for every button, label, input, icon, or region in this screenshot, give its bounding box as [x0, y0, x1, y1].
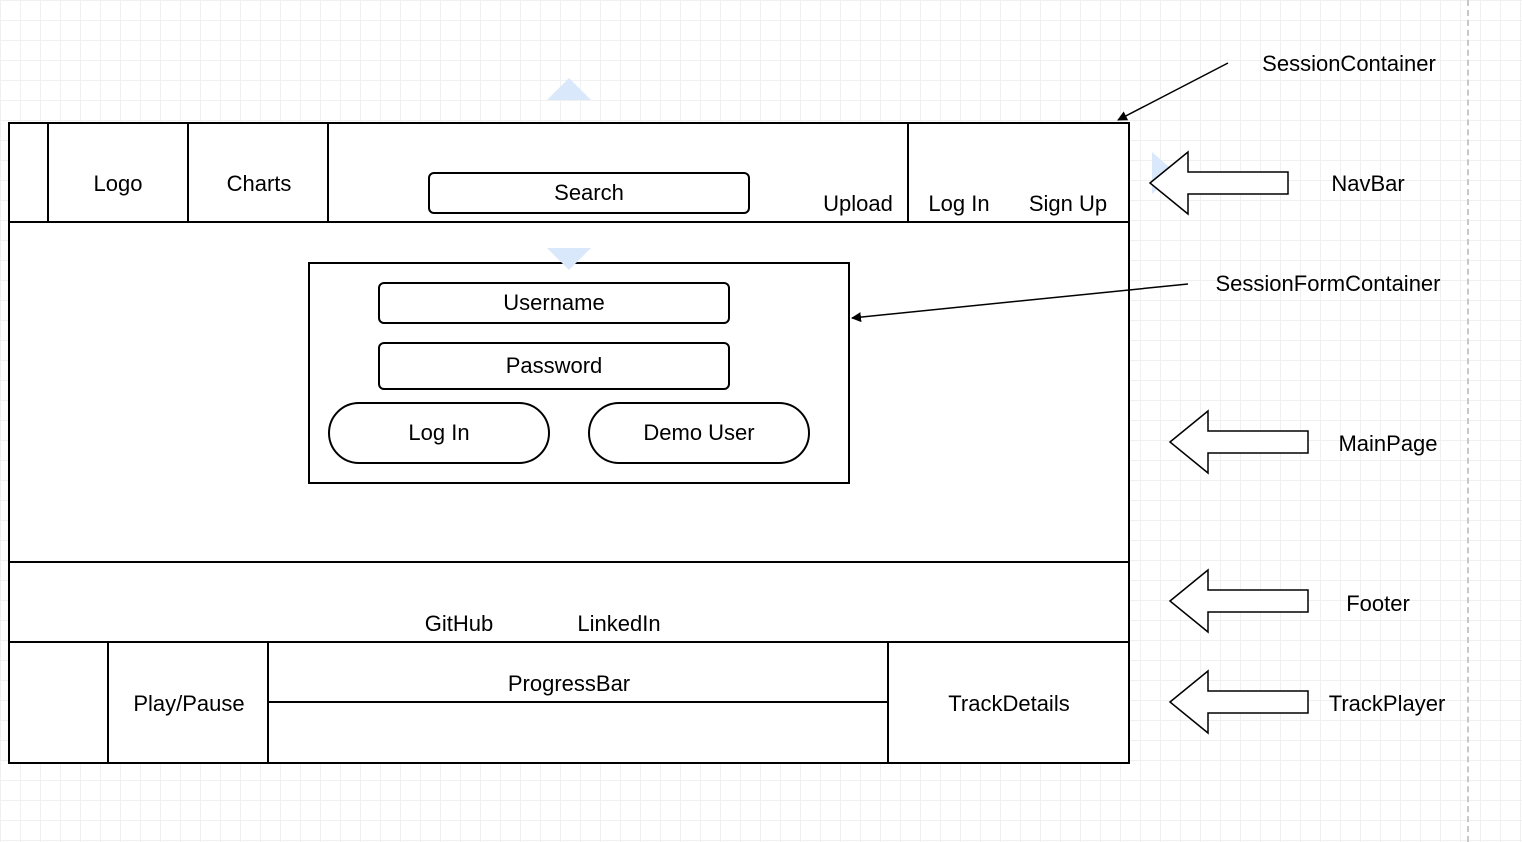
navbar-logo[interactable]: Logo [93, 171, 143, 196]
footer-github-link[interactable]: GitHub [424, 611, 494, 636]
demo-user-button[interactable]: Demo User [588, 402, 810, 464]
navbar-divider-1 [47, 122, 49, 222]
mainpage-bottom-divider [8, 561, 1130, 563]
navbar-divider-4 [907, 122, 909, 222]
search-input[interactable]: Search [428, 172, 750, 214]
navbar-signup-link[interactable]: Sign Up [1028, 191, 1108, 216]
footer-block-arrow-icon [1168, 568, 1309, 634]
navbar-divider-3 [327, 122, 329, 222]
connector-hint-up-icon [547, 78, 591, 100]
navbar-upload-link[interactable]: Upload [823, 191, 893, 216]
annotation-footer: Footer [1346, 591, 1410, 616]
connector-hint-down-icon [547, 248, 591, 270]
mainpage-block-arrow-icon [1168, 409, 1309, 475]
password-field[interactable]: Password [378, 342, 730, 390]
track-details: TrackDetails [948, 691, 1070, 716]
session-form-pointer-arrow [851, 283, 1189, 323]
session-container-pointer-arrow [1117, 62, 1229, 121]
progress-bar-line[interactable] [268, 701, 888, 703]
annotation-session-container: SessionContainer [1262, 51, 1436, 76]
footer-bottom-divider [8, 641, 1130, 643]
page-guide-dashed-line [1467, 0, 1469, 842]
footer-linkedin-link[interactable]: LinkedIn [577, 611, 661, 636]
navbar-login-link[interactable]: Log In [928, 191, 990, 216]
annotation-session-form-container: SessionFormContainer [1215, 271, 1441, 296]
navbar-block-arrow-icon [1148, 150, 1289, 216]
annotation-track-player: TrackPlayer [1328, 691, 1446, 716]
username-field[interactable]: Username [378, 282, 730, 324]
trackplayer-divider-3 [887, 642, 889, 764]
trackplayer-divider-2 [267, 642, 269, 764]
navbar-bottom-divider [8, 221, 1130, 223]
login-button[interactable]: Log In [328, 402, 550, 464]
navbar-divider-2 [187, 122, 189, 222]
trackplayer-divider-1 [107, 642, 109, 764]
annotation-main-page: MainPage [1338, 431, 1438, 456]
trackplayer-block-arrow-icon [1168, 669, 1309, 735]
play-pause-button[interactable]: Play/Pause [133, 691, 245, 716]
navbar-charts-link[interactable]: Charts [226, 171, 292, 196]
progress-bar-label: ProgressBar [507, 671, 631, 696]
annotation-navbar: NavBar [1331, 171, 1405, 196]
